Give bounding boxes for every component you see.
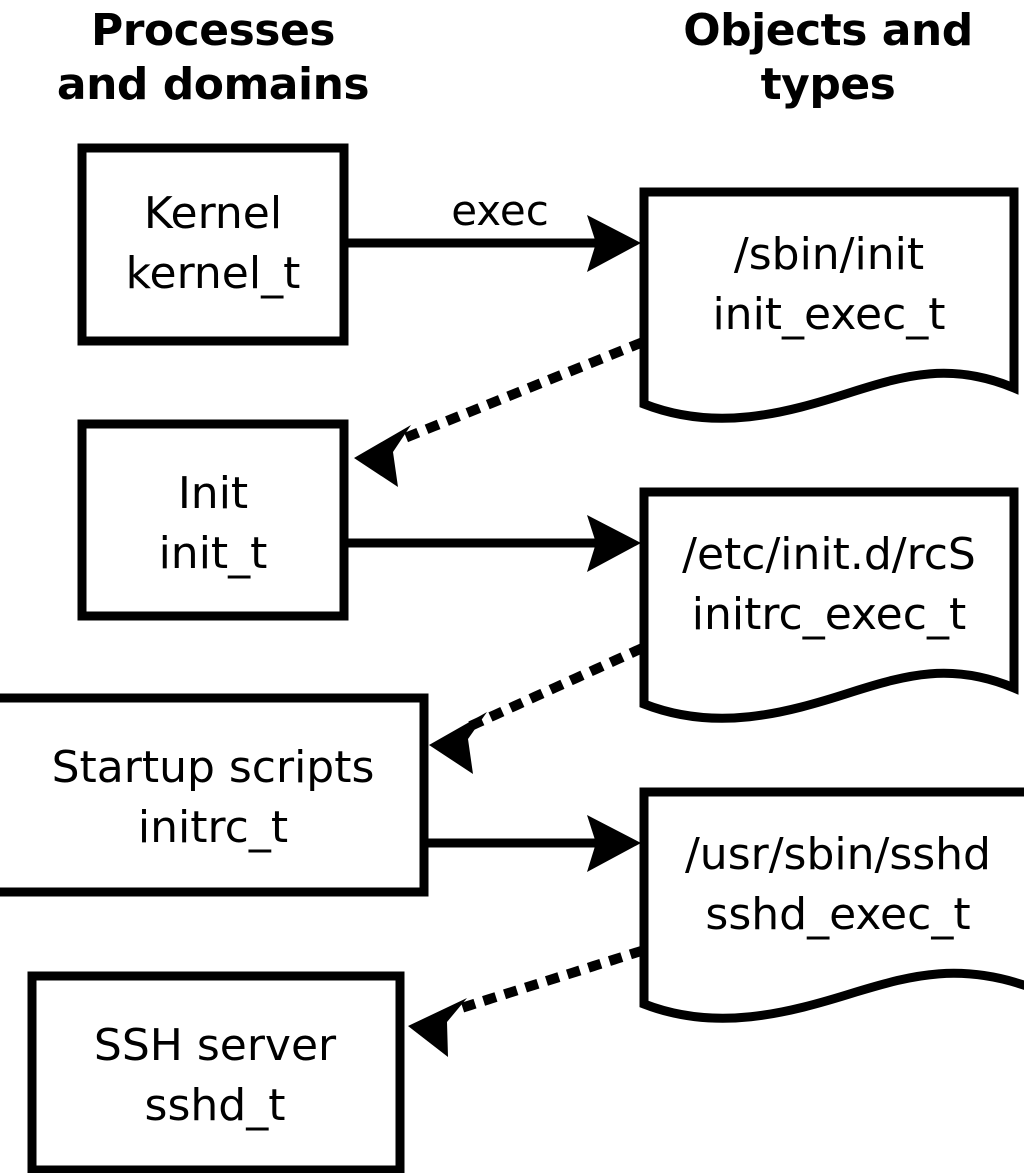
object-node-initrc_exec-type: initrc_exec_t: [692, 589, 966, 640]
column-header-objects-line1: Objects and: [683, 5, 972, 56]
edge-label-exec: exec: [451, 186, 549, 235]
object-node-sshd_exec[interactable]: /usr/sbin/sshd sshd_exec_t: [639, 787, 1024, 1023]
column-header-processes-line2: and domains: [57, 59, 369, 110]
process-node-init-name: Init: [178, 468, 248, 519]
object-node-initrc_exec[interactable]: /etc/init.d/rcS initrc_exec_t: [639, 487, 1019, 723]
object-node-sshd_exec-path: /usr/sbin/sshd: [685, 829, 991, 880]
process-node-initrc-type: initrc_t: [138, 802, 288, 853]
column-header-processes-line1: Processes: [91, 5, 335, 56]
column-header-objects-line2: types: [761, 59, 896, 110]
object-node-initrc_exec-path: /etc/init.d/rcS: [682, 529, 976, 580]
process-node-init-box: [77, 419, 349, 621]
edge-kernel-exec-init_exec: exec: [348, 186, 641, 272]
process-node-initrc-box: [0, 693, 429, 897]
edge-line: [468, 643, 645, 731]
object-node-init_exec-path: /sbin/init: [734, 229, 924, 280]
edge-initrc-exec-sshd_exec: [428, 815, 641, 872]
process-node-initrc-name: Startup scripts: [52, 742, 375, 793]
object-node-initrc_exec-document-shape: [639, 487, 1019, 723]
edge-sshd_exec-transition-sshd: [408, 945, 645, 1057]
process-node-init-type: init_t: [159, 528, 268, 579]
process-node-kernel-type: kernel_t: [126, 248, 301, 299]
process-node-initrc[interactable]: Startup scripts initrc_t: [0, 693, 429, 897]
process-node-sshd-box: [27, 971, 405, 1173]
arrow-head-icon: [408, 998, 467, 1057]
column-header-processes: Processes and domains: [57, 5, 370, 110]
object-node-init_exec-document-shape: [639, 187, 1019, 423]
object-node-sshd_exec-type: sshd_exec_t: [705, 889, 970, 940]
edge-init_exec-transition-init: [354, 337, 645, 487]
edge-initrc_exec-transition-initrc: [429, 643, 645, 774]
arrow-head-icon: [587, 515, 641, 572]
arrow-head-icon: [587, 215, 641, 272]
edge-init-exec-initrc_exec: [348, 515, 641, 572]
column-header-objects: Objects and types: [683, 5, 973, 110]
arrow-head-icon: [429, 712, 487, 774]
object-node-sshd_exec-document-shape: [639, 787, 1024, 1023]
process-node-init[interactable]: Init init_t: [77, 419, 349, 621]
process-node-kernel[interactable]: Kernel kernel_t: [77, 143, 349, 346]
process-node-sshd[interactable]: SSH server sshd_t: [27, 971, 405, 1173]
edge-line: [448, 945, 645, 1017]
process-node-kernel-name: Kernel: [144, 188, 282, 239]
process-node-kernel-box: [77, 143, 349, 346]
arrow-head-icon: [354, 425, 411, 487]
edge-line: [393, 337, 645, 447]
object-node-init_exec[interactable]: /sbin/init init_exec_t: [639, 187, 1019, 423]
process-node-sshd-type: sshd_t: [145, 1080, 286, 1131]
arrow-head-icon: [587, 815, 641, 872]
object-node-init_exec-type: init_exec_t: [712, 289, 945, 340]
process-node-sshd-name: SSH server: [94, 1020, 337, 1071]
